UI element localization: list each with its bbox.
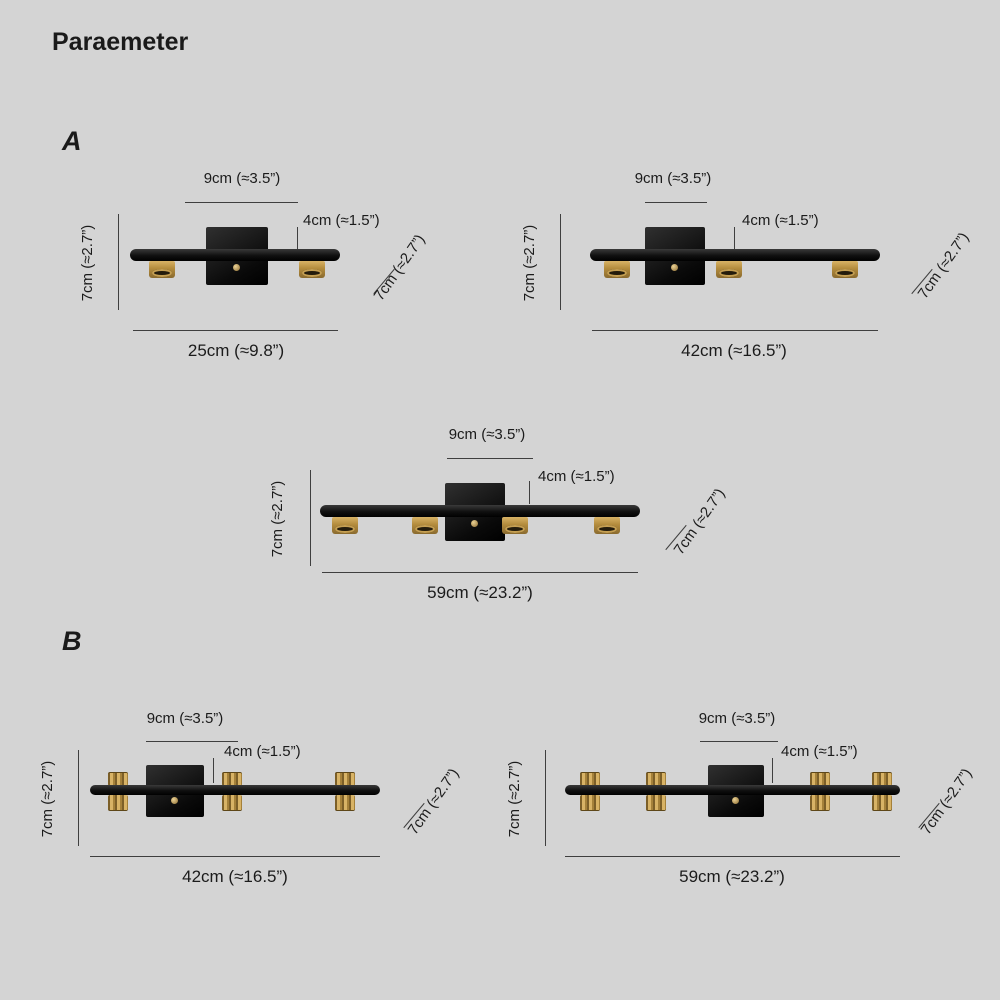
dim-side-label: 4cm (≈1.5”) — [742, 212, 819, 229]
spotlight-cylinder — [222, 795, 242, 811]
dim-top-label: 9cm (≈3.5”) — [634, 170, 712, 187]
spotlight-cylinder — [149, 261, 175, 278]
spotlight-cylinder — [299, 261, 325, 278]
lamp-screw — [732, 797, 739, 804]
dim-side-tick — [734, 227, 735, 249]
spotlight-cylinder — [872, 772, 892, 786]
dim-side-tick — [529, 481, 530, 504]
spotlight-cylinder — [832, 261, 858, 278]
dim-length-line — [592, 330, 878, 331]
dim-height-label: 7cm (≈2.7”) — [79, 224, 96, 302]
dim-height-line — [310, 470, 311, 566]
spotlight-cylinder — [222, 772, 242, 786]
dim-top-line — [146, 741, 238, 742]
lamp-screw — [471, 520, 478, 527]
dim-length-line — [565, 856, 900, 857]
section-b-label: B — [62, 626, 82, 656]
dim-side-tick — [772, 758, 773, 783]
dim-side-tick — [297, 227, 298, 249]
lamp-screw — [233, 264, 240, 271]
dim-top-line — [645, 202, 707, 203]
dim-side-label: 4cm (≈1.5”) — [303, 212, 380, 229]
lamp-screw — [171, 797, 178, 804]
dim-top-line — [185, 202, 298, 203]
dim-length-label: 59cm (≈23.2”) — [679, 867, 785, 886]
dim-depth-label: 7cm (≈2.7”) — [670, 485, 729, 558]
spotlight-cylinder — [332, 517, 358, 534]
dim-height-label: 7cm (≈2.7”) — [521, 224, 538, 302]
dim-length-label: 42cm (≈16.5”) — [681, 341, 787, 360]
section-a-label: A — [62, 126, 82, 156]
spotlight-cylinder — [335, 795, 355, 811]
spotlight-cylinder — [716, 261, 742, 278]
lamp-bar — [565, 785, 900, 795]
spotlight-cylinder — [412, 517, 438, 534]
dim-top-label: 9cm (≈3.5”) — [203, 170, 281, 187]
lamp-bar — [320, 505, 640, 517]
lamp-bar — [90, 785, 380, 795]
dim-depth-label: 7cm (≈2.7”) — [914, 229, 973, 302]
lamp-bar — [590, 249, 880, 261]
spotlight-cylinder — [108, 795, 128, 811]
dim-length-label: 25cm (≈9.8”) — [187, 341, 285, 360]
spotlight-cylinder — [580, 772, 600, 786]
dim-top-label: 9cm (≈3.5”) — [448, 426, 526, 443]
dim-side-label: 4cm (≈1.5”) — [781, 743, 858, 760]
dim-side-tick — [213, 758, 214, 783]
page-title: Paraemeter — [52, 28, 189, 56]
dim-top-label: 9cm (≈3.5”) — [698, 710, 776, 727]
spotlight-cylinder — [594, 517, 620, 534]
spotlight-cylinder — [604, 261, 630, 278]
dim-height-line — [560, 214, 561, 310]
dim-length-line — [133, 330, 338, 331]
spotlight-cylinder — [646, 795, 666, 811]
spotlight-cylinder — [335, 772, 355, 786]
dim-side-label: 4cm (≈1.5”) — [538, 468, 615, 485]
dim-top-label: 9cm (≈3.5”) — [146, 710, 224, 727]
lamp-bar — [130, 249, 340, 261]
dim-height-line — [118, 214, 119, 310]
spotlight-cylinder — [502, 517, 528, 534]
dim-height-label: 7cm (≈2.7”) — [506, 760, 523, 838]
dim-height-label: 7cm (≈2.7”) — [269, 480, 286, 558]
dim-depth-label: 7cm (≈2.7”) — [917, 765, 976, 838]
dim-depth-label: 7cm (≈2.7”) — [404, 765, 463, 838]
dim-length-label: 42cm (≈16.5”) — [182, 867, 288, 886]
dim-height-line — [78, 750, 79, 846]
spotlight-cylinder — [580, 795, 600, 811]
dim-length-line — [322, 572, 638, 573]
spotlight-cylinder — [810, 795, 830, 811]
dim-top-line — [700, 741, 778, 742]
spotlight-cylinder — [810, 772, 830, 786]
dim-top-line — [447, 458, 533, 459]
dim-length-label: 59cm (≈23.2”) — [427, 583, 533, 602]
spotlight-cylinder — [646, 772, 666, 786]
spotlight-cylinder — [108, 772, 128, 786]
lamp-screw — [671, 264, 678, 271]
dim-side-label: 4cm (≈1.5”) — [224, 743, 301, 760]
spotlight-cylinder — [872, 795, 892, 811]
dim-height-line — [545, 750, 546, 846]
dim-height-label: 7cm (≈2.7”) — [39, 760, 56, 838]
dim-length-line — [90, 856, 380, 857]
dim-depth-label: 7cm (≈2.7”) — [370, 231, 429, 304]
